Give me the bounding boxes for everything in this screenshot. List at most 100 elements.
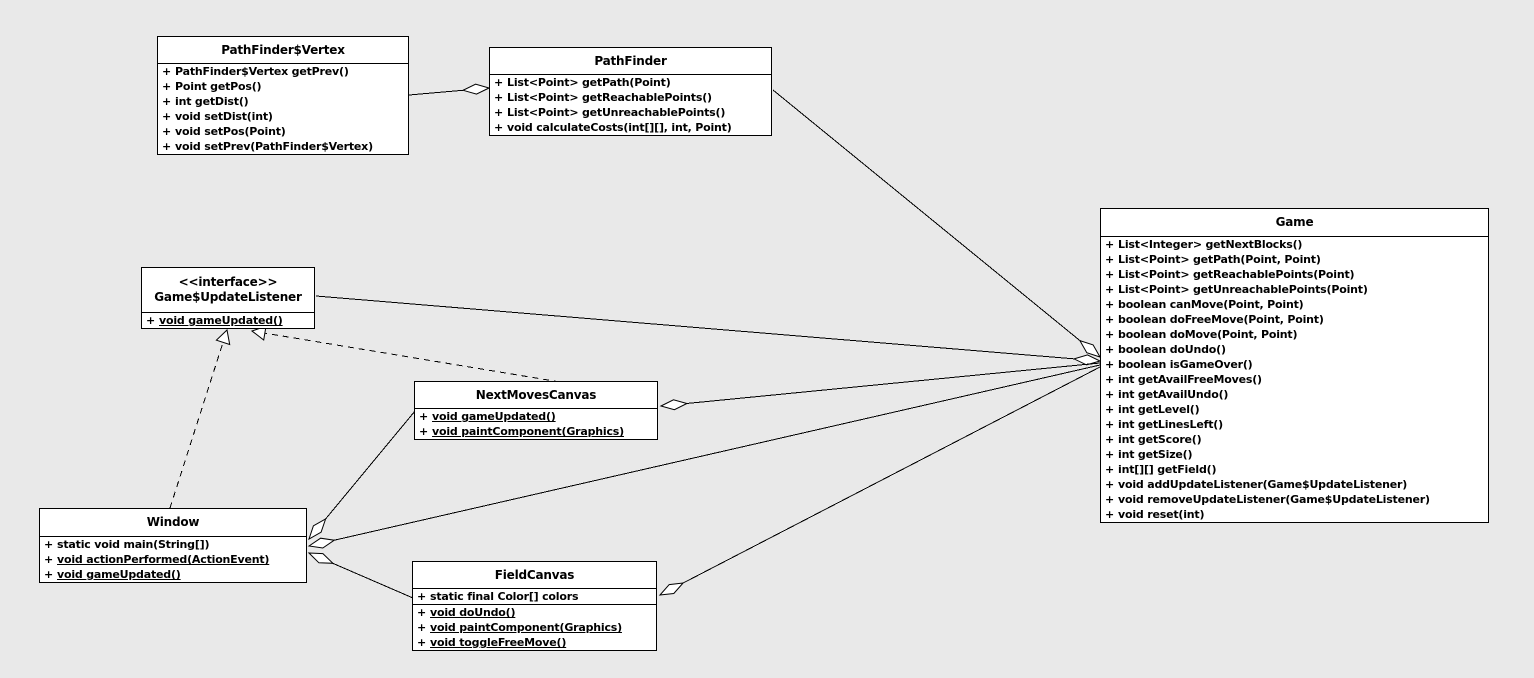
methods-compartment: +void doUndo()+void paintComponent(Graph… xyxy=(413,605,656,650)
class-name: NextMovesCanvas xyxy=(475,387,597,402)
visibility-public: + xyxy=(162,80,172,93)
method-row: +boolean doUndo() xyxy=(1101,342,1488,357)
method-row: +int getSize() xyxy=(1101,447,1488,462)
method-signature: List<Integer> getNextBlocks() xyxy=(1118,238,1303,251)
visibility-public: + xyxy=(417,606,427,619)
method-signature: void actionPerformed(ActionEvent) xyxy=(57,553,270,566)
method-row: +int[][] getField() xyxy=(1101,462,1488,477)
class-box-pathfinder-vertex[interactable]: PathFinder$Vertex +PathFinder$Vertex getP… xyxy=(157,36,409,155)
class-name: FieldCanvas xyxy=(494,567,575,582)
method-row: +static void main(String[]) xyxy=(40,537,306,552)
method-signature: void setPrev(PathFinder$Vertex) xyxy=(175,140,373,153)
method-signature: void setPos(Point) xyxy=(175,125,286,138)
method-row: +void calculateCosts(int[][], int, Point… xyxy=(490,120,771,135)
visibility-public: + xyxy=(1105,508,1115,521)
method-row: +void gameUpdated() xyxy=(142,313,314,328)
method-row: +List<Point> getPath(Point, Point) xyxy=(1101,252,1488,267)
game-to-fieldcanvas-aggregation-line xyxy=(659,366,1101,596)
visibility-public: + xyxy=(1105,358,1115,371)
method-signature: List<Point> getReachablePoints(Point) xyxy=(1118,268,1355,281)
class-title-nextmovescanvas: NextMovesCanvas xyxy=(415,382,657,409)
visibility-public: + xyxy=(1105,448,1115,461)
method-row: +void doUndo() xyxy=(413,605,656,620)
field-signature: static final Color[] colors xyxy=(430,590,579,603)
method-row: +void toggleFreeMove() xyxy=(413,635,656,650)
class-name: PathFinder xyxy=(594,53,667,68)
visibility-public: + xyxy=(1105,433,1115,446)
method-signature: void toggleFreeMove() xyxy=(430,636,567,649)
methods-compartment: +PathFinder$Vertex getPrev()+Point getPo… xyxy=(158,64,408,154)
method-row: +List<Point> getReachablePoints(Point) xyxy=(1101,267,1488,282)
methods-compartment: +void gameUpdated()+void paintComponent(… xyxy=(415,409,657,439)
visibility-public: + xyxy=(1105,283,1115,296)
method-row: +void reset(int) xyxy=(1101,507,1488,522)
method-signature: int getLinesLeft() xyxy=(1118,418,1223,431)
field-row: +static final Color[] colors xyxy=(413,589,656,604)
method-signature: int getScore() xyxy=(1118,433,1202,446)
game-to-fieldcanvas-aggregation-diamond-marker xyxy=(658,582,685,596)
method-row: +Point getPos() xyxy=(158,79,408,94)
class-name: PathFinder$Vertex xyxy=(221,42,345,57)
game-to-window-aggregation-line xyxy=(308,364,1101,547)
visibility-public: + xyxy=(1105,268,1115,281)
method-row: +boolean isGameOver() xyxy=(1101,357,1488,372)
method-row: +void gameUpdated() xyxy=(415,409,657,424)
method-row: +int getLevel() xyxy=(1101,402,1488,417)
class-box-window[interactable]: Window+static void main(String[])+void a… xyxy=(39,508,307,583)
game-to-nextmovescanvas-aggregation-line xyxy=(660,362,1101,407)
visibility-public: + xyxy=(146,314,156,327)
method-signature: int getDist() xyxy=(175,95,249,108)
method-signature: int getSize() xyxy=(1118,448,1193,461)
visibility-public: + xyxy=(162,110,172,123)
class-stereotype: <<interface>> xyxy=(178,275,278,289)
visibility-public: + xyxy=(44,568,54,581)
method-row: +void setPos(Point) xyxy=(158,124,408,139)
visibility-public: + xyxy=(417,636,427,649)
class-name: Game$UpdateListener xyxy=(154,290,302,304)
pathfinder-to-game-aggregation-line xyxy=(772,89,1101,358)
visibility-public: + xyxy=(494,121,504,134)
method-signature: int getAvailFreeMoves() xyxy=(1118,373,1262,386)
method-row: +int getLinesLeft() xyxy=(1101,417,1488,432)
visibility-public: + xyxy=(1105,328,1115,341)
method-signature: void gameUpdated() xyxy=(57,568,181,581)
fieldcanvas-to-window-aggregation-diamond-marker xyxy=(307,552,335,564)
visibility-public: + xyxy=(162,65,172,78)
visibility-public: + xyxy=(1105,478,1115,491)
visibility-public: + xyxy=(494,106,504,119)
visibility-public: + xyxy=(162,95,172,108)
method-signature: static void main(String[]) xyxy=(57,538,210,551)
class-box-game-updatelistener[interactable]: <<interface>>Game$UpdateListener +void ga… xyxy=(141,267,315,329)
class-title-pathfinder-vertex: PathFinder$Vertex xyxy=(158,37,408,64)
visibility-public: + xyxy=(1105,403,1115,416)
class-box-game[interactable]: Game+List<Integer> getNextBlocks()+List<… xyxy=(1100,208,1489,523)
visibility-public: + xyxy=(1105,343,1115,356)
visibility-public: + xyxy=(494,91,504,104)
visibility-public: + xyxy=(494,76,504,89)
method-signature: List<Point> getReachablePoints() xyxy=(507,91,712,104)
visibility-public: + xyxy=(1105,298,1115,311)
method-signature: void addUpdateListener(Game$UpdateListen… xyxy=(1118,478,1408,491)
class-box-nextmovescanvas[interactable]: NextMovesCanvas +void gameUpdated()+void … xyxy=(414,381,658,440)
method-signature: boolean doMove(Point, Point) xyxy=(1118,328,1298,341)
method-signature: void doUndo() xyxy=(430,606,516,619)
method-signature: void paintComponent(Graphics) xyxy=(432,425,624,438)
method-signature: List<Point> getUnreachablePoints() xyxy=(507,106,726,119)
methods-compartment: +List<Integer> getNextBlocks()+List<Poin… xyxy=(1101,237,1488,522)
method-row: +PathFinder$Vertex getPrev() xyxy=(158,64,408,79)
method-row: +List<Point> getReachablePoints() xyxy=(490,90,771,105)
methods-compartment: +static void main(String[]) +void actionP… xyxy=(40,537,306,582)
class-box-fieldcanvas[interactable]: FieldCanvas+static final Color[] colors+… xyxy=(412,561,657,651)
methods-compartment: +void gameUpdated() xyxy=(142,313,314,328)
class-title-pathfinder: PathFinder xyxy=(490,48,771,75)
method-signature: void reset(int) xyxy=(1118,508,1205,521)
method-row: +void removeUpdateListener(Game$UpdateLi… xyxy=(1101,492,1488,507)
visibility-public: + xyxy=(162,125,172,138)
class-box-pathfinder[interactable]: PathFinder+List<Point> getPath(Point)+Li… xyxy=(489,47,772,136)
method-row: +boolean doMove(Point, Point) xyxy=(1101,327,1488,342)
class-title-game: Game xyxy=(1101,209,1488,237)
method-row: +boolean doFreeMove(Point, Point) xyxy=(1101,312,1488,327)
method-row: +List<Point> getUnreachablePoints(Point) xyxy=(1101,282,1488,297)
